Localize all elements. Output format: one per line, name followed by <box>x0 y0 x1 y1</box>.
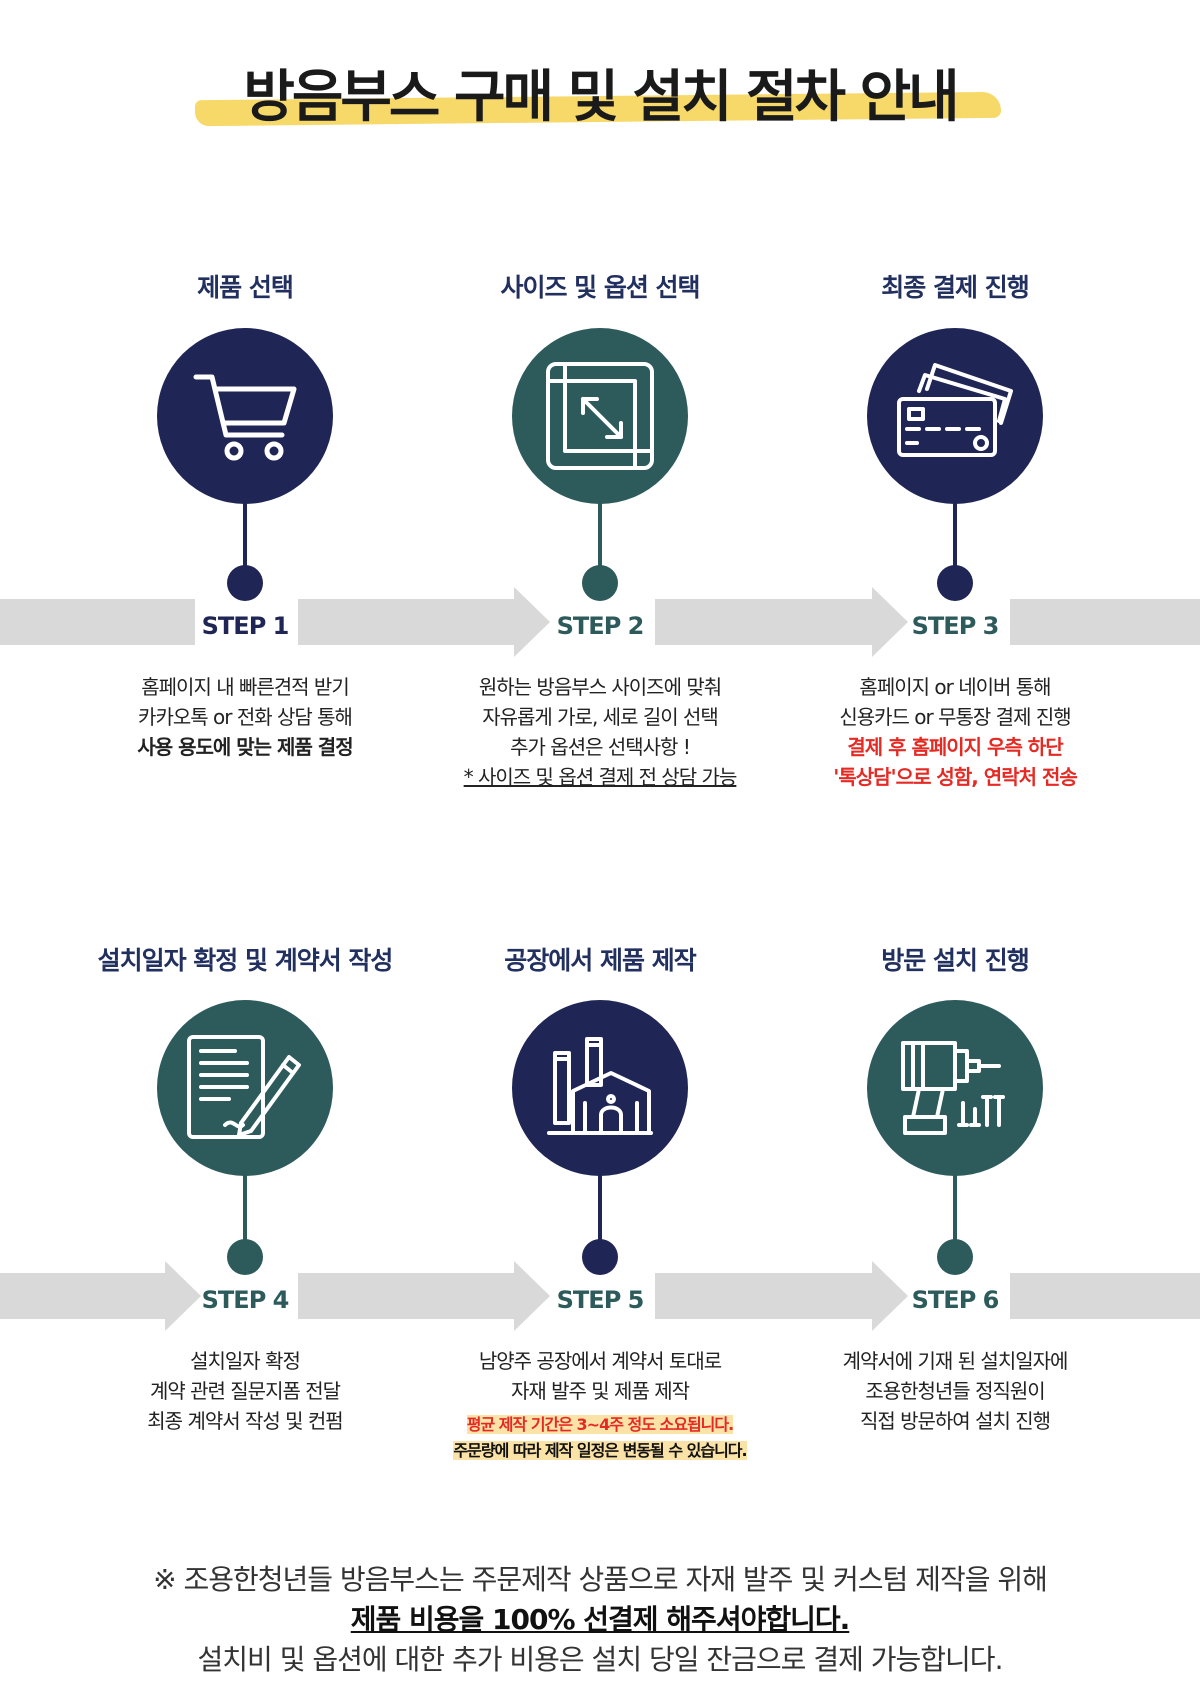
desc-line: 자재 발주 및 제품 제작 <box>510 1379 690 1403</box>
step-circle <box>157 328 333 504</box>
desc-line: 홈페이지 내 빠른견적 받기 <box>141 675 349 699</box>
step-description: 홈페이지 내 빠른견적 받기 카카오톡 or 전화 상담 통해 사용 용도에 맞… <box>65 672 425 762</box>
step-circle <box>512 1000 688 1176</box>
step-dot <box>227 1239 263 1275</box>
step-heading: 방문 설치 진행 <box>881 946 1029 975</box>
desc-line: 원하는 방음부스 사이즈에 맞춰 <box>478 675 722 699</box>
desc-line: 신용카드 or 무통장 결제 진행 <box>839 705 1071 729</box>
step-label: STEP 3 <box>911 612 1000 640</box>
step-label: STEP 6 <box>911 1286 1000 1314</box>
desc-line: 자유롭게 가로, 세로 길이 선택 <box>482 705 719 729</box>
desc-line-bold: 사용 용도에 맞는 제품 결정 <box>137 735 353 759</box>
step-dot <box>582 1239 618 1275</box>
production-notes: 평균 제작 기간은 3~4주 정도 소요됩니다. 주문량에 따라 제작 일정은 … <box>420 1412 780 1464</box>
credit-card-icon <box>897 363 1013 457</box>
desc-note-red: 평균 제작 기간은 3~4주 정도 소요됩니다. <box>466 1415 734 1434</box>
desc-line: 조용한청년들 정직원이 <box>865 1379 1045 1403</box>
contract-pen-icon <box>187 1035 301 1139</box>
step-description: 남양주 공장에서 계약서 토대로 자재 발주 및 제품 제작 평균 제작 기간은… <box>420 1346 780 1464</box>
step-dot <box>937 1239 973 1275</box>
shopping-cart-icon <box>193 374 297 461</box>
step-circle <box>867 1000 1043 1176</box>
desc-line: 최종 계약서 작성 및 컨펌 <box>147 1409 343 1433</box>
desc-line: 직접 방문하여 설치 진행 <box>859 1409 1051 1433</box>
step-dot <box>227 565 263 601</box>
step-label: STEP 4 <box>201 1286 290 1314</box>
step-heading: 공장에서 제품 제작 <box>504 946 696 975</box>
page-title: 방음부스 구매 및 설치 절차 안내 <box>243 65 959 130</box>
desc-line-red: 결제 후 홈페이지 우측 하단 <box>847 735 1063 759</box>
desc-note-highlight: 주문량에 따라 제작 일정은 변동될 수 있습니다. <box>453 1441 748 1460</box>
notice-line-2-bold: 제품 비용을 100% 선결제 해주셔야합니다. <box>350 1603 851 1636</box>
step-label: STEP 2 <box>556 612 645 640</box>
step-description: 계약서에 기재 된 설치일자에 조용한청년들 정직원이 직접 방문하여 설치 진… <box>775 1346 1135 1436</box>
desc-line: 계약서에 기재 된 설치일자에 <box>842 1349 1069 1373</box>
step-circle <box>512 328 688 504</box>
desc-line-underlined: * 사이즈 및 옵션 결제 전 상담 가능 <box>463 765 738 789</box>
step-label: STEP 5 <box>556 1286 645 1314</box>
payment-notice: ※ 조용한청년들 방음부스는 주문제작 상품으로 자재 발주 및 커스텀 제작을… <box>0 1560 1200 1680</box>
step-circle <box>867 328 1043 504</box>
step-description: 홈페이지 or 네이버 통해 신용카드 or 무통장 결제 진행 결제 후 홈페… <box>775 672 1135 792</box>
drill-icon <box>901 1041 1005 1135</box>
notice-line-1: ※ 조용한청년들 방음부스는 주문제작 상품으로 자재 발주 및 커스텀 제작을… <box>153 1563 1048 1596</box>
factory-icon <box>547 1037 653 1135</box>
notice-line-3: 설치비 및 옵션에 대한 추가 비용은 설치 당일 잔금으로 결제 가능합니다. <box>197 1643 1004 1676</box>
step-circle <box>157 1000 333 1176</box>
desc-line-red: '톡상담'으로 성함, 연락처 전송 <box>833 765 1078 789</box>
step-heading: 최종 결제 진행 <box>881 273 1029 302</box>
desc-line: 카카오톡 or 전화 상담 통해 <box>138 705 353 729</box>
step-heading: 제품 선택 <box>197 273 294 302</box>
desc-line: 계약 관련 질문지폼 전달 <box>149 1379 341 1403</box>
desc-line: 설치일자 확정 <box>190 1349 301 1373</box>
desc-line: 홈페이지 or 네이버 통해 <box>859 675 1051 699</box>
resize-icon <box>546 362 654 470</box>
desc-line: 추가 옵션은 선택사항 ! <box>510 735 691 759</box>
process-rail-row-1 <box>0 587 1200 657</box>
desc-line: 남양주 공장에서 계약서 토대로 <box>478 1349 722 1373</box>
step-label: STEP 1 <box>201 612 290 640</box>
title-area: 방음부스 구매 및 설치 절차 안내 <box>0 40 1200 140</box>
step-description: 설치일자 확정 계약 관련 질문지폼 전달 최종 계약서 작성 및 컨펌 <box>65 1346 425 1436</box>
step-description: 원하는 방음부스 사이즈에 맞춰 자유롭게 가로, 세로 길이 선택 추가 옵션… <box>420 672 780 792</box>
step-dot <box>937 565 973 601</box>
step-heading: 사이즈 및 옵션 선택 <box>500 273 700 302</box>
step-heading: 설치일자 확정 및 계약서 작성 <box>97 946 394 975</box>
process-rail-row-2 <box>0 1261 1200 1331</box>
step-dot <box>582 565 618 601</box>
